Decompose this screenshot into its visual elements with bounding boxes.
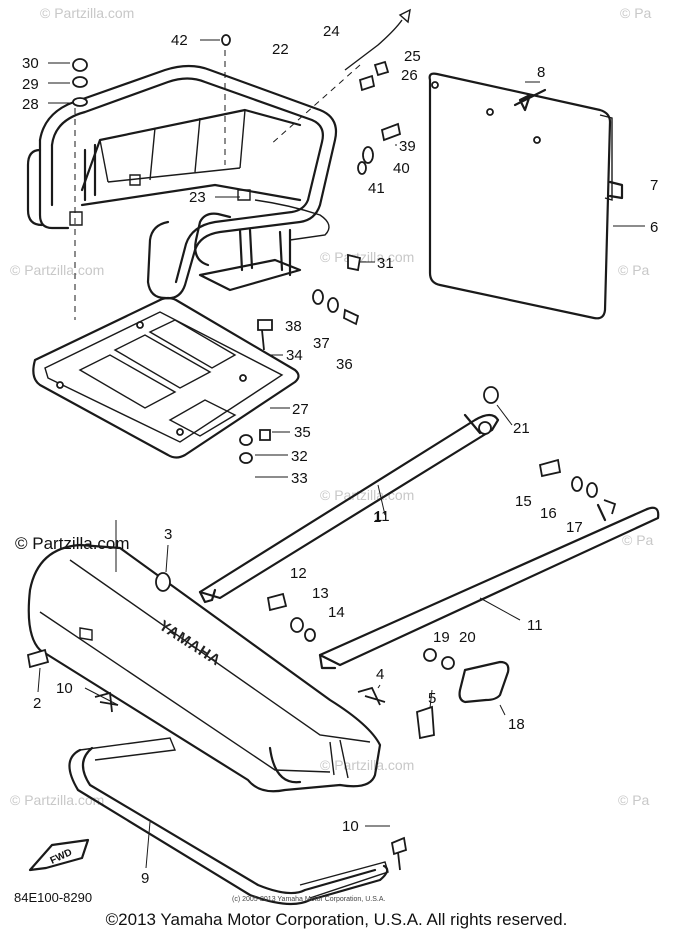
callout-16: 16 (540, 505, 557, 522)
callout-32: 32 (291, 448, 308, 465)
callout-15: 15 (515, 493, 532, 510)
callout-20: 20 (459, 629, 476, 646)
part-code: 84E100-8290 (14, 890, 92, 905)
watermark: © Pa (620, 5, 652, 21)
copyright-notice: ©2013 Yamaha Motor Corporation, U.S.A. A… (105, 910, 568, 929)
callout-30: 30 (22, 55, 39, 72)
callout-17: 17 (566, 519, 583, 536)
callout-1: 1 (373, 509, 381, 526)
callout-28: 28 (22, 96, 39, 113)
callout-13: 13 (312, 585, 329, 602)
watermark: © Partzilla.com (10, 792, 104, 808)
callout-9: 9 (141, 870, 149, 887)
watermark: © Pa (618, 792, 650, 808)
callout-24: 24 (323, 23, 340, 40)
callout-10a: 10 (56, 680, 73, 697)
callout-4: 4 (376, 666, 384, 683)
callout-36: 36 (336, 356, 353, 373)
callout-leaders (37, 39, 540, 869)
callout-25: 25 (404, 48, 421, 65)
small-hardware-top (72, 8, 547, 272)
license-plate-panel (428, 72, 645, 320)
callout-11a: 11 (527, 617, 543, 634)
callout-7: 7 (650, 177, 658, 194)
watermark: © Partzilla.com (40, 5, 134, 21)
watermark: © Pa (622, 532, 654, 548)
callout-21: 21 (513, 420, 530, 437)
callout-10b: 10 (342, 818, 359, 835)
watermark-main: © Partzilla.com (15, 534, 130, 553)
callout-5: 5 (428, 690, 436, 707)
rack-plate (32, 296, 300, 459)
bumper-struts (198, 386, 660, 670)
callout-39: 39 (399, 138, 416, 155)
bumper-brand-text: YAMAHA (156, 617, 224, 670)
bumper-lower-frame: FWD (28, 737, 389, 906)
callout-38: 38 (285, 318, 302, 335)
callout-26: 26 (401, 67, 418, 84)
watermark: © Partzilla.com (10, 262, 104, 278)
callout-19: 19 (433, 629, 450, 646)
front-bumper: YAMAHA (27, 520, 382, 793)
callout-35: 35 (294, 424, 311, 441)
watermark: © Partzilla.com (320, 249, 414, 265)
callout-41: 41 (368, 180, 385, 197)
watermark: © Pa (618, 262, 650, 278)
callout-29: 29 (22, 76, 39, 93)
callout-14: 14 (328, 604, 345, 621)
callout-8: 8 (537, 64, 545, 81)
watermark: © Partzilla.com (320, 757, 414, 773)
callout-31: 31 (377, 255, 394, 272)
callout-6: 6 (650, 219, 658, 236)
callout-12: 12 (290, 565, 307, 582)
callout-37: 37 (313, 335, 330, 352)
callout-3: 3 (164, 526, 172, 543)
callout-11b: 11 (374, 508, 390, 525)
bumper-hardware (26, 458, 617, 871)
inner-copyright: (c) 2005-2013 Yamaha Motor Corporation, … (232, 896, 385, 903)
callout-40: 40 (393, 160, 410, 177)
callout-23: 23 (189, 189, 206, 206)
watermark: © Partzilla.com (320, 487, 414, 503)
callout-27: 27 (292, 401, 309, 418)
rear-carrier-rack (26, 50, 361, 320)
callout-2: 2 (33, 695, 41, 712)
rack-plate-hardware (239, 289, 360, 464)
callout-18: 18 (508, 716, 525, 733)
callout-42: 42 (171, 32, 188, 49)
callout-labels: 1 2 3 4 5 6 7 8 9 10 10 11 11 12 13 14 1… (22, 23, 658, 887)
callout-34: 34 (286, 347, 303, 364)
callout-33: 33 (291, 470, 308, 487)
callout-22: 22 (272, 41, 289, 58)
watermarks: © Partzilla.com © Pa © Partzilla.com © P… (10, 5, 654, 808)
